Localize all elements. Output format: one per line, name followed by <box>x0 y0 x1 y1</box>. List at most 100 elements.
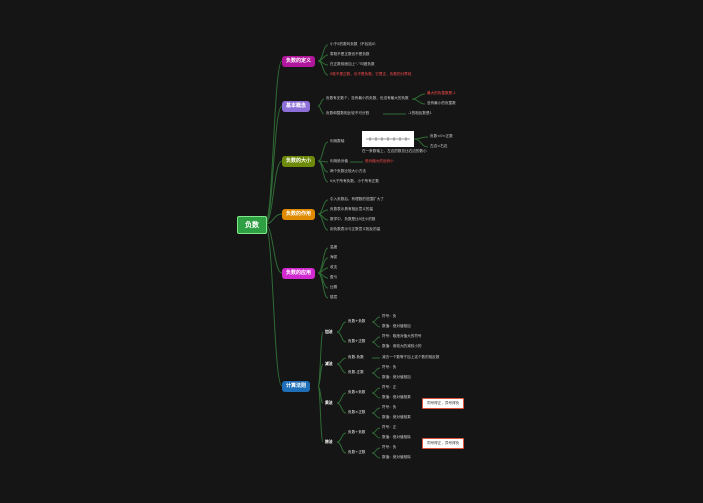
group-connector <box>371 392 381 399</box>
def-connector <box>317 60 329 76</box>
size-item: 利用绝对值 <box>330 159 348 163</box>
calc-group: 负数+正数 <box>348 339 366 343</box>
op-connector <box>336 363 347 374</box>
calc-rule: 符号：正 <box>382 425 397 429</box>
size-connector <box>317 160 329 183</box>
calc-group: 负数-正数 <box>348 370 364 374</box>
group-connector <box>371 367 381 374</box>
concept-item: 负数和整数相比较不可分割 <box>326 111 370 115</box>
usage-connector <box>317 209 329 215</box>
div-note: 同号得正，异号得负 <box>422 438 465 449</box>
def-item: 在正数前面加上“-”叫做负数 <box>330 62 375 66</box>
calc-group: 负数+负数 <box>348 319 366 323</box>
branch-size[interactable]: 负数的大小 <box>282 156 316 167</box>
group-connector <box>371 336 381 343</box>
calc-connector <box>317 385 324 443</box>
usage-item: 负数表示具有相反意义的量 <box>330 207 374 211</box>
branch-definition[interactable]: 负数的定义 <box>282 56 316 67</box>
size-item: 两个负数比较大小方法 <box>330 169 366 173</box>
group-connector <box>371 387 381 394</box>
usage-connector <box>317 213 329 231</box>
calc-rule: 符号：负 <box>382 445 397 449</box>
def-item: 小于0的数叫负数（不包括0） <box>330 42 378 46</box>
concept-sub-connector <box>411 93 426 100</box>
def-item-highlight: 0既不是正数，也不是负数，它是正、负数的分界线 <box>330 72 412 76</box>
group-connector <box>371 447 381 454</box>
size-subitem: 绝对值大的反而小 <box>365 159 394 163</box>
number-line-caption: 在一条数轴上，左边的数总比右边的数小 <box>362 149 427 153</box>
calc-rule: 符号：正 <box>382 385 397 389</box>
size-subitem: 左边<右边 <box>430 144 448 148</box>
calc-rule: 数值：用较大的减较小的 <box>382 344 422 348</box>
concept-subitem: 没有最小的负整数 <box>427 101 456 105</box>
calc-group: 负数÷正数 <box>348 450 366 454</box>
op-connector <box>336 402 347 414</box>
calc-rule: 符号：负 <box>382 405 397 409</box>
calc-sub[interactable]: 减法 <box>325 361 333 366</box>
calc-rule: 数值：绝对值相乘 <box>382 395 411 399</box>
usage-item: 引入负数后，有理数的范围扩大了 <box>330 197 384 201</box>
calc-group: 负数÷负数 <box>348 430 366 434</box>
concept-connector <box>317 98 325 107</box>
group-connector <box>371 316 381 323</box>
group-connector <box>371 407 381 414</box>
calc-group: 负数×正数 <box>348 410 366 414</box>
number-line-image <box>362 131 414 147</box>
op-connector <box>336 331 347 343</box>
calc-div[interactable]: 除法 <box>325 439 333 444</box>
group-connector <box>371 341 381 348</box>
def-item: 零既不是正数也不是负数 <box>330 52 370 56</box>
usage-item: 数学中，负数是比0还小的数 <box>330 217 376 221</box>
calc-connector <box>317 363 324 387</box>
app-connector <box>317 247 329 274</box>
branch-application[interactable]: 负数的应用 <box>282 268 316 279</box>
size-sub-connector <box>413 136 429 140</box>
size-item: 0大于所有负数，小于所有正数 <box>330 179 380 183</box>
application-item: 盈亏 <box>330 275 338 279</box>
size-sub-connector <box>413 138 429 148</box>
calc-rule: 数值：绝对值相乘 <box>382 415 411 419</box>
op-connector <box>336 392 347 404</box>
concept-connector <box>317 105 325 115</box>
calc-rule: 符号：负 <box>382 365 397 369</box>
concept-subitem: 最大的负整数是-1 <box>427 91 456 95</box>
calc-rule: 数值：绝对值相加 <box>382 324 411 328</box>
calc-rule: 数值：绝对值相加 <box>382 375 411 379</box>
concept-subitem: -1的相反数是1 <box>408 111 432 115</box>
mul-note: 同号得正，异号得负 <box>422 398 465 409</box>
app-connector <box>317 272 329 299</box>
group-connector <box>371 452 381 459</box>
calc-mul[interactable]: 乘法 <box>325 400 333 405</box>
calc-rule: 数值：绝对值相除 <box>382 435 411 439</box>
application-item: 比赛 <box>330 285 338 289</box>
calc-group: 负数-负数 <box>348 355 364 359</box>
root-connector <box>264 160 283 225</box>
group-connector <box>371 321 381 328</box>
calc-rule: 数值：绝对值相除 <box>382 455 411 459</box>
branch-concept[interactable]: 基本概念 <box>282 101 311 112</box>
calc-group: 负数×负数 <box>348 390 366 394</box>
application-item: 收支 <box>330 265 338 269</box>
calc-rule: 符号：负 <box>382 314 397 318</box>
application-item: 楼层 <box>330 295 338 299</box>
size-subitem: 负数<0<正数 <box>430 134 453 138</box>
concept-sub-connector <box>411 98 426 105</box>
application-item: 海拔 <box>330 255 338 259</box>
root-node[interactable]: 负数 <box>237 216 267 234</box>
calc-rule: 符号：取绝对值大的符号 <box>382 334 422 338</box>
branch-calc-rules[interactable]: 计算法则 <box>282 381 311 392</box>
group-connector <box>371 372 381 379</box>
usage-item: 用负数表示与正数意义相反的量 <box>330 227 381 231</box>
calc-add[interactable]: 加法 <box>325 329 333 334</box>
root-connector <box>264 223 283 274</box>
group-connector <box>371 427 381 434</box>
group-connector <box>371 412 381 419</box>
op-connector <box>336 432 347 443</box>
root-connector <box>264 60 283 225</box>
application-item: 温度 <box>330 245 338 249</box>
op-connector <box>336 357 347 365</box>
calc-rule: 减去一个数等于加上这个数的相反数 <box>382 355 440 359</box>
branch-usage[interactable]: 负数的作用 <box>282 209 316 220</box>
size-connector <box>317 141 329 162</box>
